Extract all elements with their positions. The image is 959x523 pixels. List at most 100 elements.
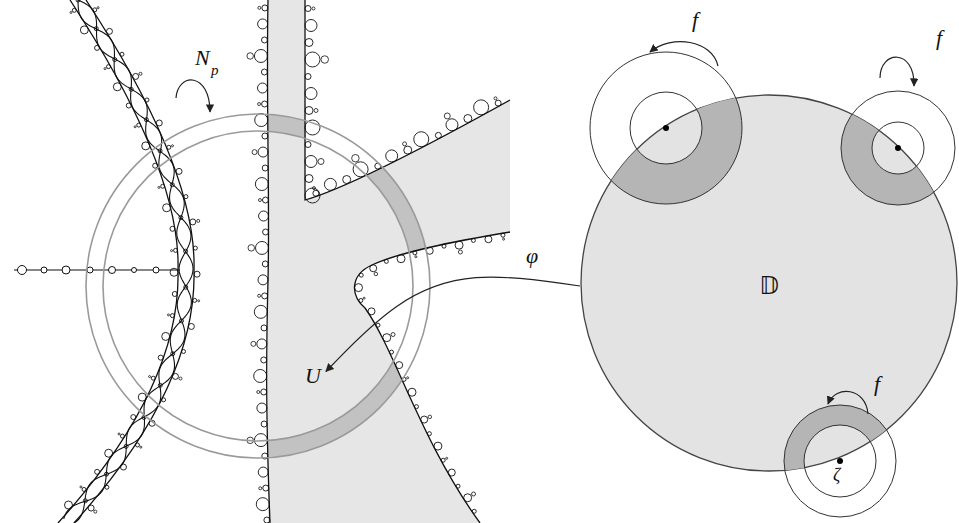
fractal-bulb — [305, 188, 320, 203]
set-name: N — [195, 46, 210, 70]
fractal-bulb — [258, 294, 261, 297]
fractal-bulb — [138, 393, 146, 401]
fractal-bulb — [97, 7, 99, 9]
fractal-bulb — [261, 421, 267, 427]
fractal-bulb — [120, 464, 126, 470]
fractal-bulb — [263, 485, 269, 491]
fractal-bulb — [172, 373, 178, 379]
fractal-bulb — [153, 163, 158, 168]
fractal-bulb — [376, 323, 380, 327]
fractal-bulb — [247, 53, 254, 60]
fractal-bulb — [368, 308, 375, 315]
fractal-bulb — [167, 314, 169, 316]
fractal-bulb — [403, 142, 407, 146]
region-label-box: U — [300, 361, 326, 391]
fractal-bulb — [495, 100, 501, 106]
fractal-bulb — [414, 132, 429, 147]
fractal-bulb — [455, 241, 463, 249]
fractal-bulb — [248, 245, 255, 252]
fractal-bulb — [305, 74, 311, 80]
fractal-bulb — [120, 52, 124, 56]
fractal-bulb — [106, 65, 110, 69]
fractal-bulb — [458, 250, 462, 254]
fractal-bulb — [397, 255, 405, 263]
fractal-bulb — [257, 83, 267, 93]
fractal-bulb — [262, 197, 268, 203]
fractal-bulb — [137, 123, 141, 127]
rotation-arrow — [650, 42, 718, 66]
fractal-bulb — [314, 109, 318, 113]
fractal-bulb — [258, 6, 261, 9]
map-name: φ — [524, 244, 540, 268]
rotation-arrow — [176, 80, 210, 112]
fractal-bulb — [94, 510, 97, 513]
fractal-bulb — [140, 446, 142, 448]
fractal-bulb — [435, 132, 441, 138]
fractal-bulb — [256, 241, 269, 254]
small-circle — [784, 405, 896, 517]
fractal-bulb — [262, 293, 268, 299]
annulus-inner — [103, 131, 413, 441]
fractal-bulb — [88, 505, 94, 511]
fractal-bulb — [104, 68, 106, 70]
fractal-bulb — [261, 69, 267, 75]
fractal-bulb — [428, 415, 432, 419]
fractal-bulb — [80, 486, 82, 488]
fractal-bulb — [396, 362, 403, 369]
fractal-bulb — [413, 251, 417, 255]
fractal-bulb — [305, 142, 311, 148]
fractal-bulb — [374, 272, 378, 276]
fractal-bulb — [257, 403, 267, 413]
julia-group — [14, 0, 510, 523]
fractal-bulb — [184, 195, 188, 199]
fractal-bulb — [126, 103, 131, 108]
fractal-bulb — [190, 219, 196, 225]
fractal-bulb — [263, 229, 269, 235]
fractal-bulb — [106, 28, 112, 34]
fractal-bulb — [72, 8, 76, 12]
fractal-bulb — [95, 469, 100, 474]
fractal-bulb — [305, 88, 317, 100]
spine-bulb — [87, 267, 93, 273]
braid-strand — [70, 0, 193, 523]
region-name: U — [305, 364, 321, 388]
fractal-bulb — [464, 494, 472, 502]
fractal-bulb — [171, 250, 173, 252]
fractal-bulb — [415, 256, 417, 258]
fractal-bulb — [386, 150, 398, 162]
fractal-bulb — [501, 233, 505, 237]
fractal-bulb — [167, 145, 171, 149]
julia-boundary — [74, 0, 194, 523]
fractal-bulb — [149, 376, 151, 378]
map-arrow — [326, 277, 580, 371]
spine-bulb — [132, 268, 137, 273]
fractal-bulb — [352, 154, 360, 162]
fractal-bulb — [113, 83, 121, 91]
fractal-bulb — [442, 244, 446, 248]
fractal-bulb — [456, 484, 460, 488]
fractal-bulb — [258, 467, 268, 477]
fractal-bulb — [446, 457, 448, 459]
fractal-bulb — [262, 5, 268, 11]
fractal-bulb — [198, 300, 200, 302]
fractal-bulb — [262, 133, 268, 139]
fractal-bulb — [176, 168, 182, 174]
fractal-bulb — [259, 211, 269, 221]
annulus-outer — [86, 114, 430, 458]
fractal-bulb — [151, 376, 155, 380]
annulus-part — [784, 405, 896, 517]
fractal-bulb — [188, 323, 194, 329]
annulus-part — [841, 91, 955, 205]
julia-boundary — [355, 232, 510, 523]
fractal-bulb — [257, 339, 267, 349]
fractal-bulb — [324, 178, 336, 190]
fractal-bulb — [258, 199, 261, 202]
fractal-bulb — [383, 334, 391, 342]
disk-name: 𝔻 — [759, 273, 779, 299]
fractal-bulb — [162, 398, 166, 402]
fractal-bulb — [133, 73, 139, 79]
spine-bulb — [62, 266, 70, 274]
fractal-bulb — [64, 501, 72, 509]
